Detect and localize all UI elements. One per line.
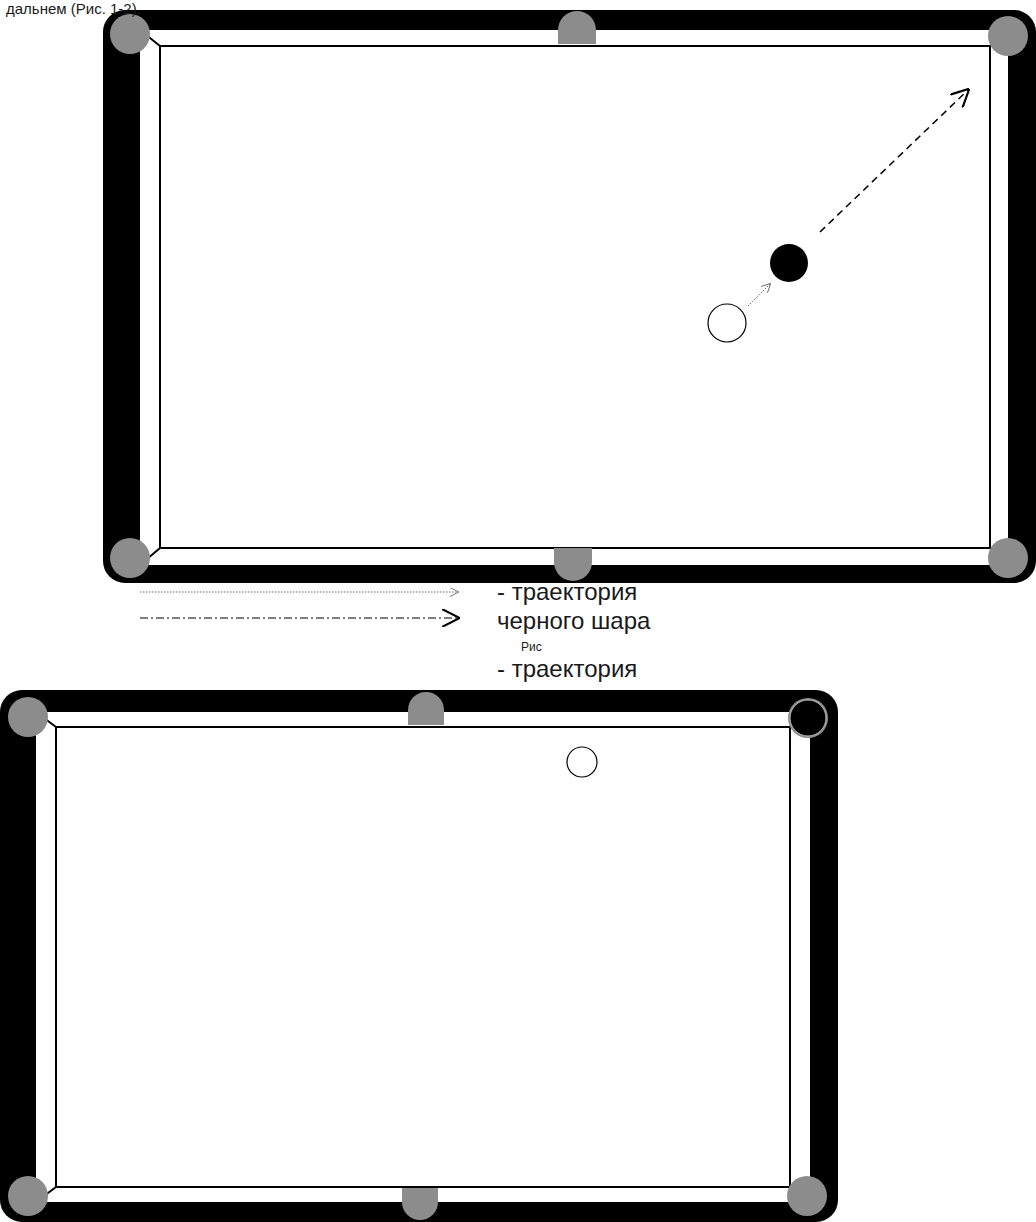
legend-samples <box>140 592 458 618</box>
black-ball-path <box>820 90 968 232</box>
black-ball-in-pocket <box>790 700 826 736</box>
cue-ball <box>708 304 746 342</box>
cue-ball <box>567 747 597 777</box>
legend-label: - траектория черного шара <box>497 578 672 636</box>
figure-caption: Рис <box>521 640 542 654</box>
cue-ball-path <box>748 284 770 306</box>
text-fragment: дальнем (Рис. 1-2). <box>6 0 141 17</box>
pocket <box>110 11 1028 581</box>
pocket <box>8 692 827 1220</box>
billiard-table <box>0 690 838 1222</box>
legend-label: - траектория <box>497 655 672 684</box>
black-ball <box>770 244 808 282</box>
billiard-table <box>103 10 1036 583</box>
